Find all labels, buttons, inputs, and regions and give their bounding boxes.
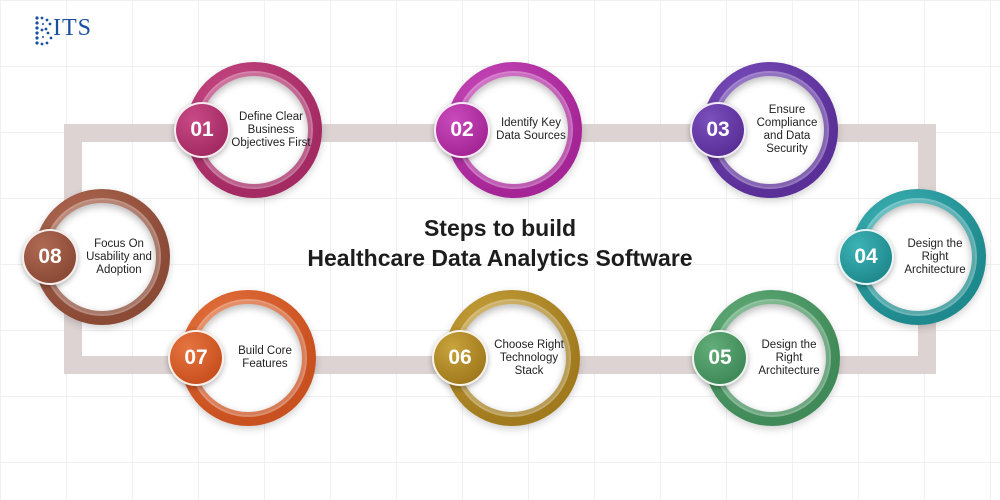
step-label: Design the Right Architecture [758,338,820,377]
step-number-badge: 02 [434,102,490,158]
title-line-2: Healthcare Data Analytics Software [307,245,693,271]
diagram-title: Steps to build Healthcare Data Analytics… [0,213,1000,273]
company-logo: ITS [33,14,113,50]
dotted-b-logo-icon [35,16,53,46]
step-number-badge: 04 [838,229,894,285]
step-number-badge: 01 [174,102,230,158]
step-number-badge: 06 [432,330,488,386]
step-label: Define Clear Business Objectives First [231,110,311,149]
step-label: Ensure Compliance and Data Security [756,104,818,155]
step-number-badge: 07 [168,330,224,386]
step-label: Design the Right Architecture [904,237,966,276]
title-line-1: Steps to build [423,215,577,241]
step-label: Focus On Usability and Adoption [86,237,152,276]
step-label: Build Core Features [238,345,292,370]
step-label: Choose Right Technology Stack [494,338,564,377]
step-number-badge: 03 [690,102,746,158]
step-number-badge: 05 [692,330,748,386]
step-label: Identify Key Data Sources [496,117,566,142]
step-number-badge: 08 [22,229,78,285]
logo-text: ITS [53,15,92,41]
